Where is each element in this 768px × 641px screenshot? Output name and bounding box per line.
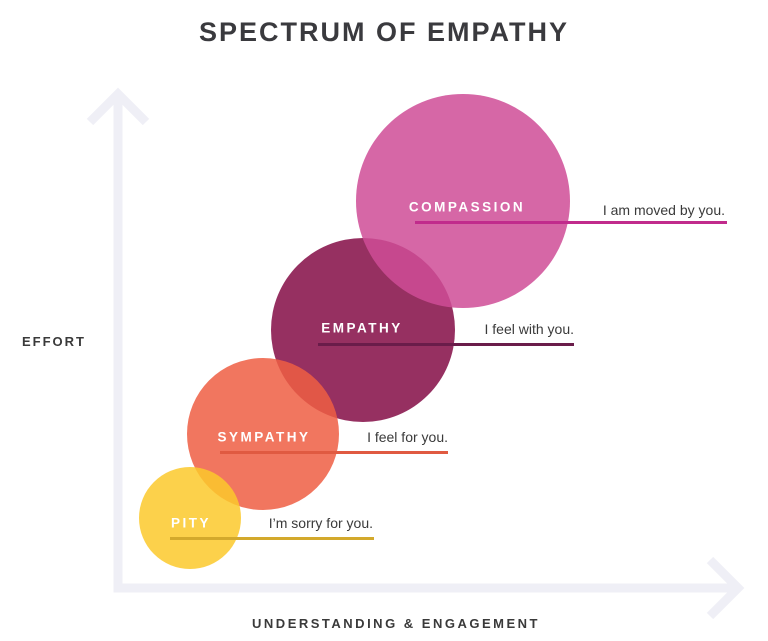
stage-quote-compassion: I am moved by you. (602, 202, 725, 218)
stage-quote-pity: I’m sorry for you. (268, 515, 373, 531)
stage-quote-empathy: I feel with you. (484, 321, 575, 337)
stage-label-empathy: EMPATHY (321, 320, 403, 336)
up-arrow-icon (86, 87, 150, 126)
x-axis-label: UNDERSTANDING & ENGAGEMENT (252, 616, 540, 631)
stage-label-compassion: COMPASSION (408, 199, 526, 215)
stage-line-empathy (318, 343, 574, 346)
y-axis-label: EFFORT (22, 334, 86, 349)
page-title: SPECTRUM OF EMPATHY (198, 17, 569, 47)
circle-pity (139, 467, 241, 569)
stage-line-compassion (415, 221, 727, 224)
circle-compassion (356, 94, 570, 308)
stage-line-sympathy (220, 451, 448, 454)
right-arrow-icon (706, 556, 745, 620)
stage-label-pity: PITY (170, 515, 212, 531)
stage-label-sympathy: SYMPATHY (217, 429, 311, 445)
stage-quote-sympathy: I feel for you. (367, 429, 448, 445)
stage-line-pity (170, 537, 374, 540)
